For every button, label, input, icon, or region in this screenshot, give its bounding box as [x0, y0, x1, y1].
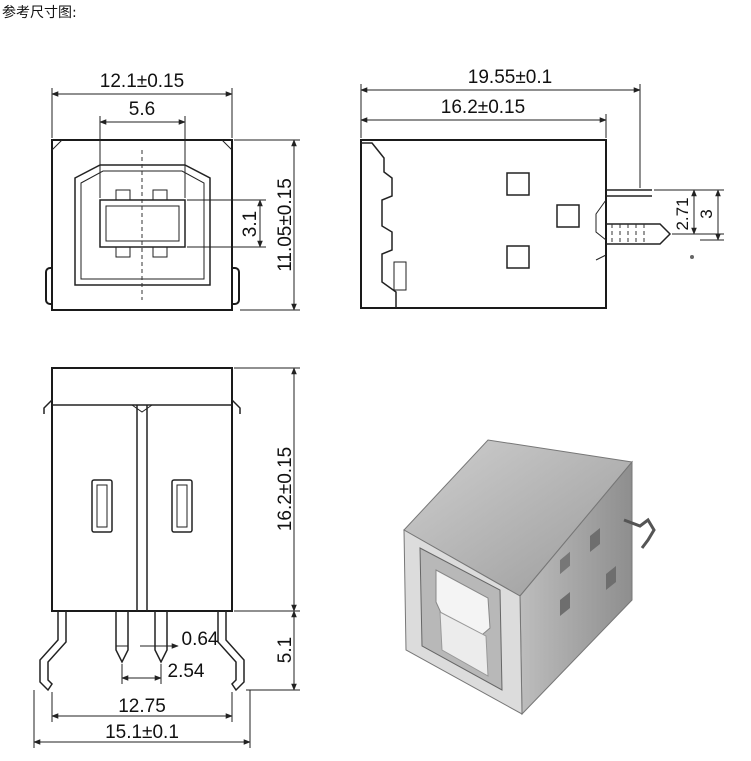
top-pin-length-label: 5.1	[275, 637, 296, 663]
front-width-label: 12.1±0.15	[100, 71, 184, 92]
top-pin-width-label: 0.64	[182, 629, 219, 650]
front-contact	[115, 189, 131, 201]
side-body-length-label: 16.2±0.15	[441, 97, 525, 118]
side-latch-profile	[361, 142, 397, 308]
side-body	[360, 139, 607, 309]
front-shell	[51, 139, 233, 311]
front-view: 12.1±0.15 5.6 11.05±0.15 3.1	[45, 71, 300, 311]
top-depth-label: 16.2±0.15	[275, 447, 296, 531]
front-opening-label: 5.6	[129, 99, 155, 120]
front-contact	[115, 246, 131, 258]
side-pin-offset-label: 2.71	[673, 197, 692, 230]
front-height-label: 11.05±0.15	[275, 178, 296, 272]
top-signal-pin	[115, 611, 129, 664]
front-inner-label: 3.1	[240, 211, 261, 237]
side-view: 19.55±0.1 16.2±0.15 2.71 3	[360, 67, 724, 309]
top-mount-span-label: 12.75	[118, 696, 166, 717]
top-mounting-leg-left	[39, 611, 67, 692]
side-pin-height-label: 3	[697, 209, 716, 218]
top-overall-width-label: 15.1±0.1	[105, 722, 179, 743]
top-signal-pin	[154, 611, 168, 664]
top-slot	[91, 479, 113, 533]
front-contact	[152, 189, 168, 201]
page-title: 参考尺寸图:	[2, 5, 77, 21]
front-contact	[152, 246, 168, 258]
top-slot	[171, 479, 193, 533]
side-window	[506, 245, 530, 269]
side-window	[506, 172, 530, 196]
side-pin	[606, 223, 672, 245]
side-overall-length-label: 19.55±0.1	[468, 67, 552, 88]
top-view: 16.2±0.15 5.1 0.64 2.54 12.75 15.1±0.1	[33, 367, 300, 748]
top-body	[51, 367, 233, 612]
top-mounting-leg-right	[217, 611, 245, 692]
side-window	[556, 204, 580, 228]
top-pin-pitch-label: 2.54	[168, 661, 205, 682]
product-photo	[403, 439, 656, 716]
